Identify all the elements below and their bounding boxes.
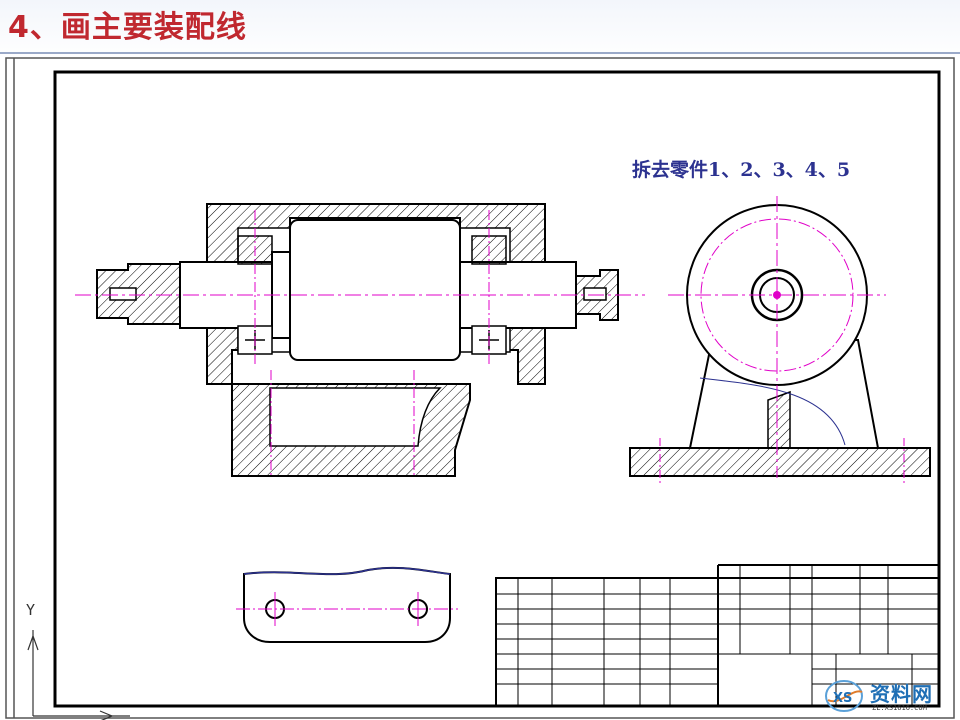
watermark-logo: XS 资料网 ZL.XS1616.COM — [822, 676, 954, 716]
watermark-text: 资料网 — [870, 682, 933, 706]
front-section-view[interactable] — [75, 203, 645, 478]
title-block[interactable] — [495, 564, 940, 707]
watermark-logo-letters: XS — [833, 691, 852, 706]
watermark-subtext: ZL.XS1616.COM — [872, 704, 927, 712]
title-divider — [0, 52, 960, 54]
removed-parts-note: 拆去零件1、2、3、4、5 — [632, 159, 851, 181]
top-wavy-edge — [243, 567, 451, 575]
right-key-slot — [583, 287, 607, 301]
ucs-y-label: Y — [26, 601, 36, 619]
side-base-plate — [629, 447, 931, 477]
left-coupling — [96, 263, 181, 325]
title-block-grid-right — [718, 565, 939, 706]
top-view[interactable] — [236, 566, 458, 643]
slide-title: 4、画主要装配线 — [8, 10, 247, 45]
side-view[interactable] — [629, 196, 931, 484]
base-cavity — [269, 387, 442, 447]
watermark-globe-icon: XS — [825, 680, 863, 712]
side-rib — [767, 390, 791, 449]
side-curve — [699, 377, 846, 446]
left-key-slot — [109, 287, 137, 301]
title-block-grid-left — [496, 578, 718, 706]
ucs-axis-icon — [27, 630, 130, 720]
rotor-core — [289, 219, 461, 361]
